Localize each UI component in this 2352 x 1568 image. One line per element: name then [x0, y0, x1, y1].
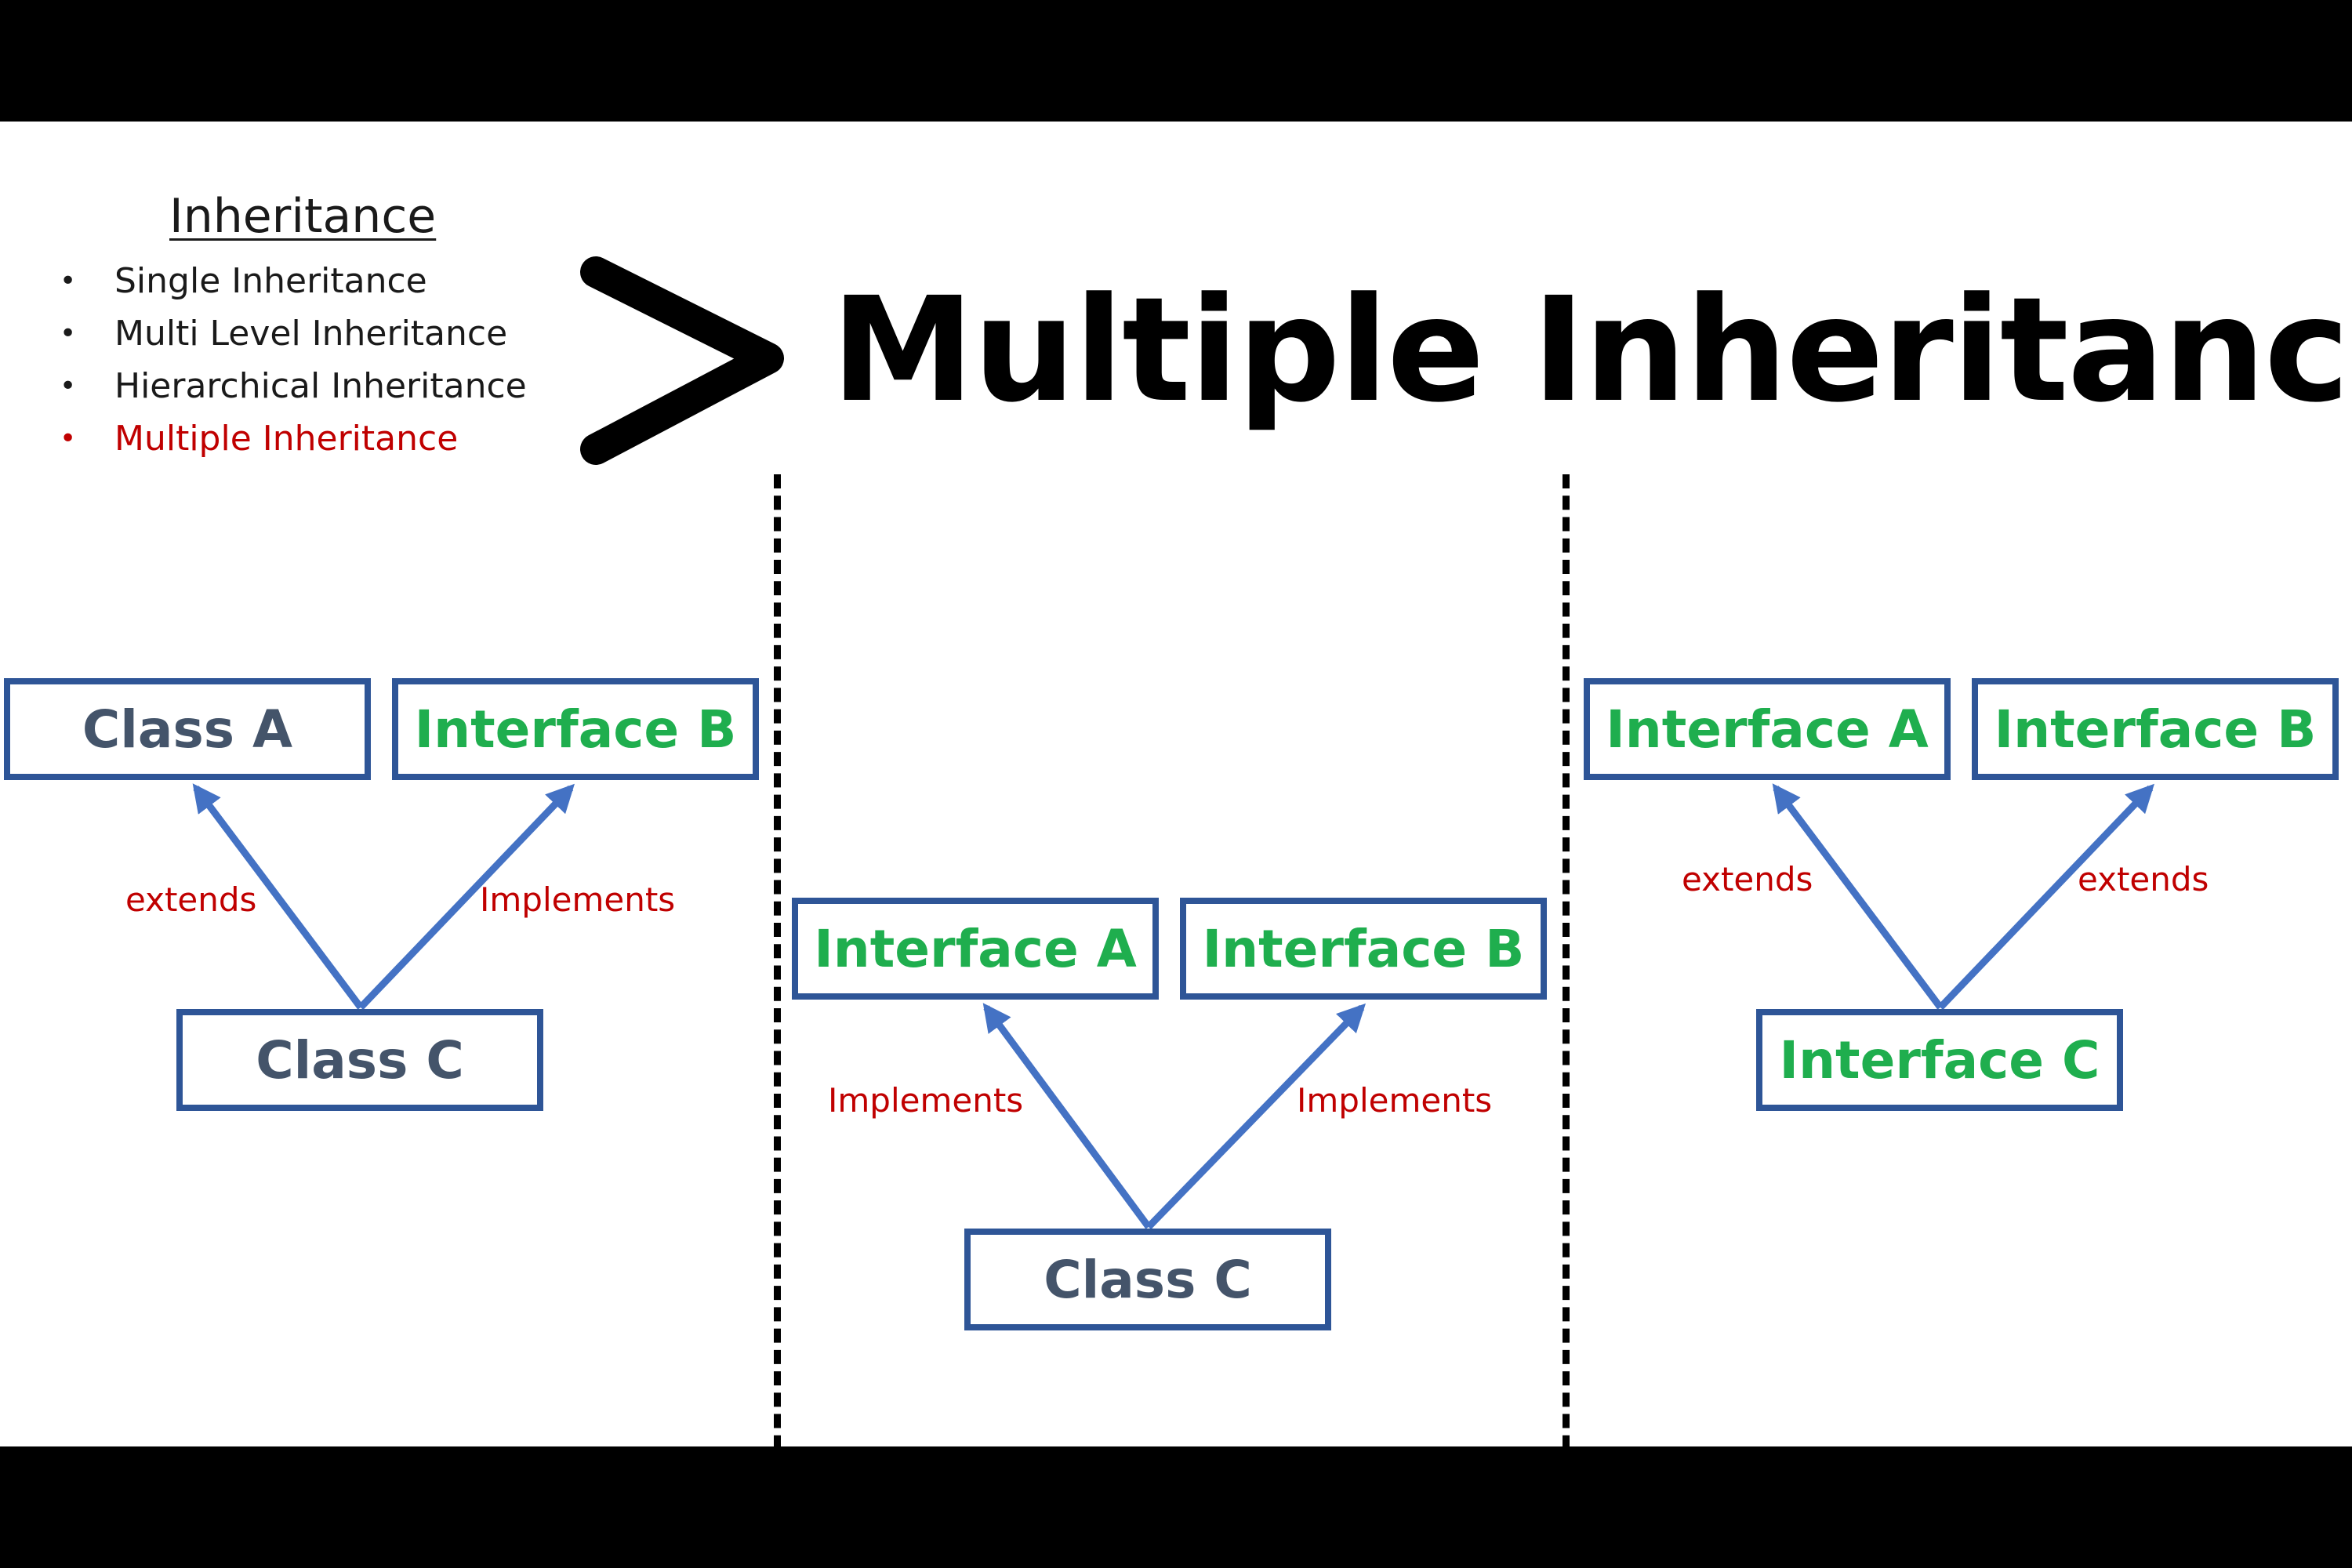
relation-label-implements: Implements: [1297, 1081, 1493, 1120]
bullet-icon: •: [60, 423, 77, 455]
arrow-extends: [192, 783, 364, 1010]
class-a-box: Class A: [4, 678, 371, 780]
topic-item-multilevel: • Multi Level Inheritance: [55, 307, 527, 360]
arrow-implements: [1145, 1003, 1367, 1230]
class-c-box: Class C: [176, 1009, 543, 1111]
letterbox-top: [0, 0, 2352, 122]
arrow-implements: [982, 1003, 1152, 1229]
interface-a-box: Interface A: [1584, 678, 1951, 780]
interface-a-box: Interface A: [792, 898, 1159, 1000]
divider-left: [774, 474, 781, 1446]
arrow-implements: [358, 783, 575, 1011]
bullet-icon: •: [60, 265, 77, 297]
divider-right: [1563, 474, 1570, 1446]
topic-item-multiple: • Multiple Inheritance: [55, 412, 527, 465]
bullet-icon: •: [60, 370, 77, 402]
topic-item-label: Single Inheritance: [114, 261, 427, 301]
topic-heading: Inheritance: [169, 189, 437, 244]
relation-label-implements: Implements: [480, 880, 676, 919]
interface-c-box: Interface C: [1756, 1009, 2123, 1111]
topic-item-single: • Single Inheritance: [55, 255, 527, 307]
relation-label-implements: Implements: [828, 1081, 1024, 1120]
page-title: Multiple Inheritance: [831, 267, 2352, 434]
relation-label-extends: extends: [1682, 860, 1813, 898]
chevron-right-icon: [580, 256, 784, 465]
arrow-extends: [1772, 783, 1944, 1010]
relation-label-extends: extends: [2078, 860, 2209, 898]
letterbox-bottom: [0, 1446, 2352, 1568]
topic-item-hierarchical: • Hierarchical Inheritance: [55, 360, 527, 412]
topic-item-label: Hierarchical Inheritance: [114, 366, 527, 406]
arrows-layer: [192, 783, 2154, 1230]
relation-label-extends: extends: [125, 880, 257, 919]
slide: Inheritance • Single Inheritance • Multi…: [0, 122, 2352, 1446]
topic-list: • Single Inheritance • Multi Level Inher…: [55, 255, 527, 465]
topic-item-label: Multiple Inheritance: [114, 419, 459, 459]
interface-b-box: Interface B: [1972, 678, 2339, 780]
interface-b-box: Interface B: [1180, 898, 1547, 1000]
class-c-box: Class C: [964, 1229, 1331, 1330]
bullet-icon: •: [60, 318, 77, 350]
topic-item-label: Multi Level Inheritance: [114, 314, 508, 354]
interface-b-box: Interface B: [392, 678, 759, 780]
arrow-extends: [1937, 783, 2154, 1011]
